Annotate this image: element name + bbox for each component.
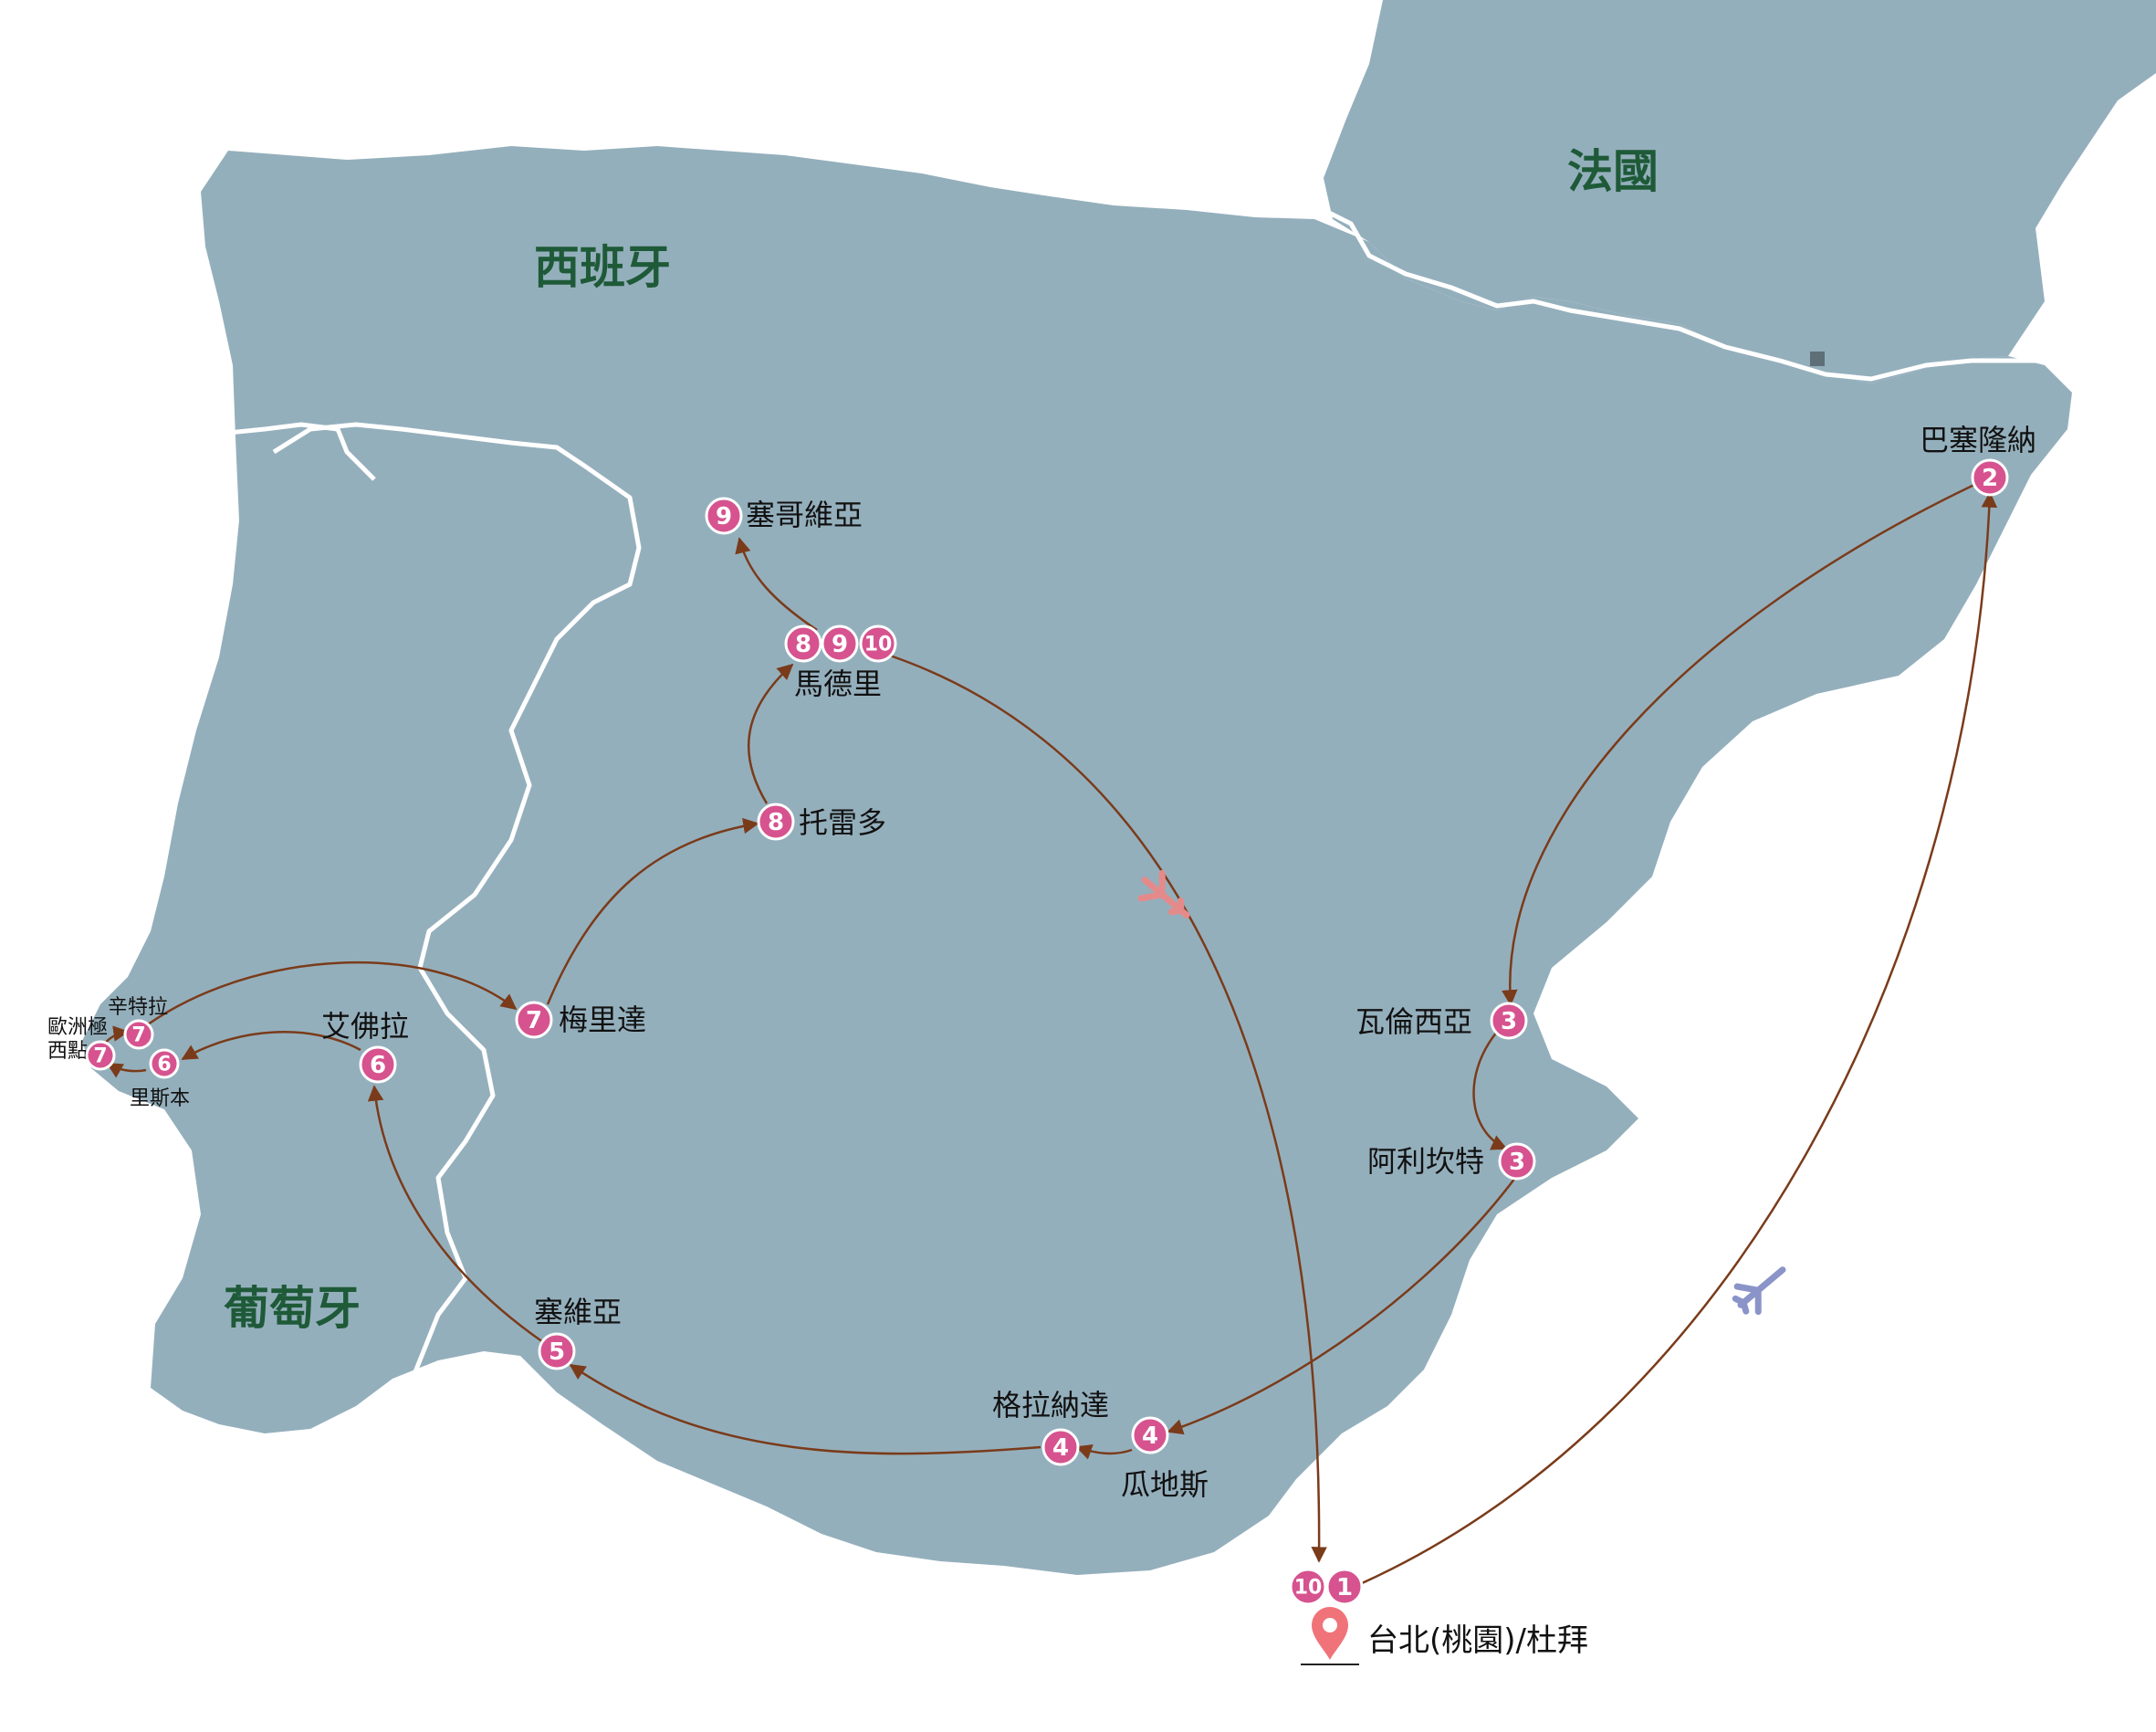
route-madrid-origin [889,654,1327,1563]
svg-text:6: 6 [370,1052,386,1079]
marker-madrid-10: 10 [859,625,897,663]
route-seville-evora [367,1085,544,1344]
city-label-evora: 艾佛拉 [321,1009,409,1044]
marker-valencia: 3 [1490,1002,1528,1040]
svg-text:5: 5 [549,1338,565,1366]
galicia-border [218,422,376,481]
route-granada-seville [569,1363,1041,1455]
svg-text:7: 7 [93,1045,107,1068]
marker-evora: 6 [359,1045,397,1084]
airplane-icon [1137,869,1190,918]
iberia-landmass [82,146,2072,1575]
city-label-valencia: 瓦倫西亞 [1355,1004,1472,1039]
borders [218,203,2045,1407]
marker-origin-1: 1 [1325,1568,1364,1606]
marker-madrid-8: 8 [784,625,822,663]
marker-barcelona: 2 [1971,458,2009,497]
route-barcelona-valencia [1502,482,1977,1006]
marker-seville: 5 [538,1332,576,1370]
country-label-france: 法國 [1567,145,1659,198]
svg-text:9: 9 [832,631,848,658]
svg-text:8: 8 [795,631,811,658]
airplane-icon [1732,1266,1786,1316]
marker-madrid-9: 9 [821,625,859,663]
spain-portugal-border [272,422,642,1407]
svg-text:7: 7 [526,1007,542,1034]
svg-text:3: 3 [1509,1149,1525,1176]
city-label-lisbon: 里斯本 [130,1087,190,1110]
svg-text:3: 3 [1501,1008,1517,1035]
city-label-granada: 格拉納達 [992,1388,1109,1422]
route-merida-toledo [546,817,759,1005]
route-alicante-guadix [1167,1177,1516,1435]
svg-text:10: 10 [1294,1577,1323,1600]
marker-sintra: 7 [123,1019,154,1050]
marker-guadix: 4 [1131,1416,1169,1454]
route-valencia-alicante [1472,1031,1508,1150]
svg-text:10: 10 [864,634,893,656]
city-label-alicante: 阿利坎特 [1367,1144,1484,1179]
day-markers: 2 3 3 4 4 5 6 6 [85,458,2009,1606]
marker-cabo-da-roca: 7 [85,1040,116,1071]
city-label-guadix: 瓜地斯 [1121,1467,1209,1502]
city-label-barcelona: 巴塞隆納 [1920,423,2036,457]
marker-toledo: 8 [757,803,795,841]
route-toledo-madrid [747,663,794,804]
svg-text:7: 7 [131,1024,145,1047]
route-origin-barcelona [1359,491,1998,1586]
city-label-madrid: 馬德里 [794,667,882,701]
marker-granada: 4 [1041,1428,1080,1466]
route-sintra-merida [147,960,518,1026]
city-label-merida: 梅里達 [559,1002,646,1037]
spain-france-border [1313,203,2045,382]
svg-text:6: 6 [157,1054,171,1076]
andorra-square-icon [1810,352,1825,366]
svg-text:8: 8 [768,809,784,836]
city-label-segovia: 塞哥維亞 [746,498,863,532]
origin-label: 台北(桃園)/杜拜 [1367,1622,1588,1659]
route-guadix-granada [1075,1443,1133,1460]
city-label-seville: 塞維亞 [534,1295,622,1329]
country-label-portugal: 葡萄牙 [224,1282,361,1335]
country-label-spain: 西班牙 [534,241,671,294]
route-evora-lisbon [181,1031,361,1061]
city-label-cabo-line1: 歐洲極 [47,1016,108,1039]
location-pin-icon [1301,1607,1359,1665]
city-label-sintra: 辛特拉 [108,996,168,1019]
routes [100,482,1998,1586]
svg-text:2: 2 [1982,465,1998,492]
land [82,0,2156,1575]
marker-lisbon: 6 [149,1048,180,1079]
route-madrid-segovia [735,537,818,632]
city-label-toledo: 托雷多 [799,805,886,840]
svg-text:4: 4 [1142,1422,1158,1450]
svg-text:9: 9 [716,503,732,530]
city-label-cabo-line2: 西點 [47,1040,88,1063]
marker-merida: 7 [515,1001,553,1039]
marker-segovia: 9 [705,497,743,535]
france-landmass [1324,0,2156,383]
svg-text:4: 4 [1052,1434,1069,1462]
svg-text:1: 1 [1336,1574,1353,1601]
marker-origin-10: 10 [1289,1568,1327,1606]
marker-alicante: 3 [1498,1142,1536,1181]
